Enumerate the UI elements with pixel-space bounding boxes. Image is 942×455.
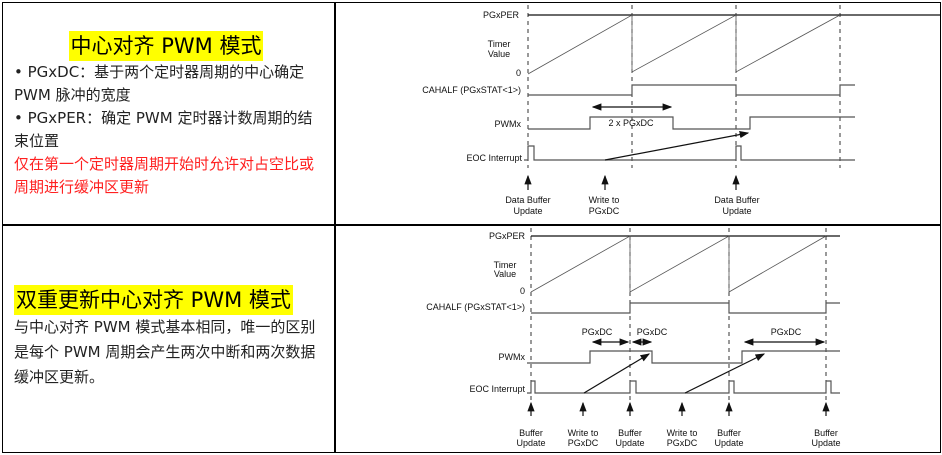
event-label: Buffer [814,428,838,438]
label-pwm: PWMx [499,352,526,362]
event-label: Write to [589,195,620,205]
update-arrow [684,353,766,394]
row1-bullet-pgxper: • PGxPER：确定 PWM 定时器计数周期的结束位置 [14,109,313,150]
table-divider-vertical [334,2,336,453]
event-label: PGxDC [568,438,599,448]
label-cahalf: CAHALF (PGxSTAT<1>) [426,302,525,312]
timer-ramp [527,14,841,75]
label-pwm: PWMx [495,119,522,129]
event-label: Update [714,438,743,448]
cahalf-signal [531,302,840,314]
event-label: Buffer [519,428,543,438]
label-zero: 0 [520,286,525,296]
label-zero: 0 [516,68,521,78]
event-label: Write to [568,428,599,438]
row2-text: 双重更新中心对齐 PWM 模式 与中心对齐 PWM 模式基本相同，唯一的区别是每… [14,285,326,390]
pwm-signal [527,350,840,364]
label-cahalf: CAHALF (PGxSTAT<1>) [422,85,521,95]
eoc-signal [524,145,855,161]
event-label: Update [722,206,751,216]
cahalf-signal [528,84,855,96]
row1-title: 中心对齐 PWM 模式 [68,31,264,61]
row1-text: 中心对齐 PWM 模式 • PGxDC：基于两个定时器周期的中心确定 PWM 脉… [14,31,324,199]
pwm-signal [528,116,855,130]
row2-title: 双重更新中心对齐 PWM 模式 [14,285,293,315]
row1-bullet-pgxdc: • PGxDC：基于两个定时器周期的中心确定 PWM 脉冲的宽度 [14,63,305,104]
row2-body: 与中心对齐 PWM 模式基本相同，唯一的区别是每个 PWM 周期会产生两次中断和… [14,318,316,386]
event-label: Update [513,206,542,216]
table-divider-horizontal [2,224,941,226]
label-eoc: EOC Interrupt [466,153,522,163]
dual-update-timing-diagram: PGxPER Timer Value 0 CAHALF (PGxSTAT<1>)… [426,228,841,448]
label-pgxper: PGxPER [489,231,526,241]
event-label: Update [516,438,545,448]
row1-note: 仅在第一个定时器周期开始时允许对占空比或周期进行缓冲区更新 [14,155,315,196]
update-arrow [583,353,651,394]
event-label: Data Buffer [505,195,550,205]
event-arrows [527,401,830,416]
label-pgxdc: PGxDC [771,327,802,337]
label-pulse-width: 2 x PGxDC [608,118,654,128]
update-arrow [604,131,750,161]
timer-ramp [530,235,827,293]
center-aligned-timing-diagram: PGxPER Timer Value 0 CAHALF (PGxSTAT<1>)… [422,5,940,216]
label-timer: Timer [494,260,517,270]
label-value: Value [488,49,510,59]
event-label: Write to [667,428,698,438]
event-label: PGxDC [589,206,620,216]
event-label: Update [811,438,840,448]
period-markers [527,5,841,168]
label-timer: Timer [488,39,511,49]
event-label: PGxDC [667,438,698,448]
event-label: Buffer [717,428,741,438]
label-eoc: EOC Interrupt [469,384,525,394]
event-label: Buffer [618,428,642,438]
label-pgxdc: PGxDC [582,327,613,337]
label-pgxper: PGxPER [483,10,520,20]
label-value: Value [494,269,516,279]
period-markers [530,228,827,400]
eoc-signal [527,380,840,394]
event-label: Data Buffer [714,195,759,205]
event-label: Update [615,438,644,448]
label-pgxdc: PGxDC [637,327,668,337]
